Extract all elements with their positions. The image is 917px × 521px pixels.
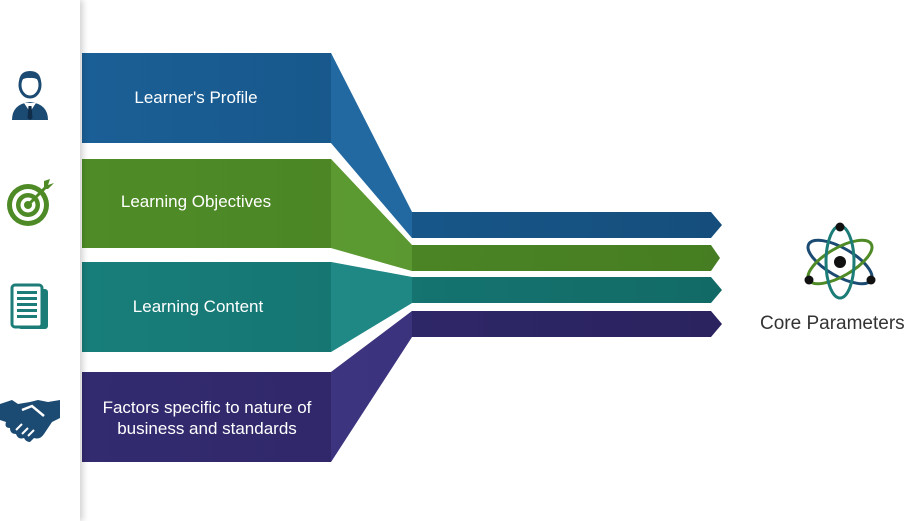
left-icon-rail [0, 0, 80, 521]
user-icon [0, 66, 60, 120]
band-label-learning-content: Learning Content [132, 297, 264, 316]
band-3-shape [82, 311, 722, 462]
band-0-shape [82, 53, 722, 238]
handshake-icon [0, 394, 60, 442]
target-icon [0, 177, 60, 229]
band-1-shape [82, 159, 720, 271]
band-label-learning-objectives: Learning Objectives [120, 192, 272, 211]
core-parameters-label: Core Parameters [760, 313, 905, 334]
band-label-learners-profile: Learner's Profile [134, 88, 258, 107]
atom-icon [800, 222, 880, 302]
document-icon [0, 283, 60, 333]
band-label-business-factors: Factors specific to nature of business a… [102, 398, 312, 438]
